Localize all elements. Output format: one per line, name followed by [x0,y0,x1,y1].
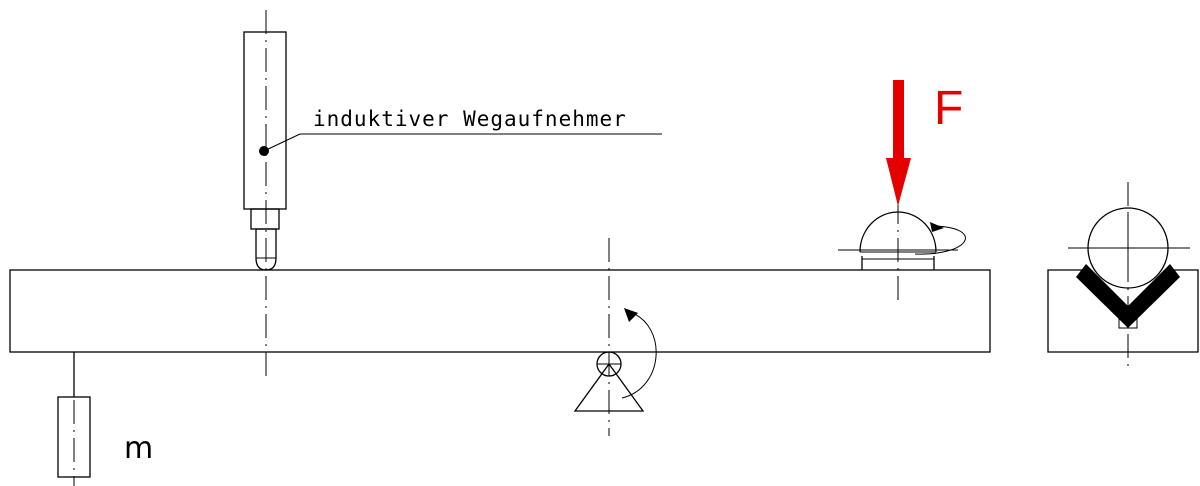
rotation-arrow-pivot [621,311,657,399]
force-label: F [934,82,963,135]
rotation-arrow-ball [914,225,966,255]
v-block-groove [1076,264,1180,328]
force-arrow: F [886,80,963,206]
pivot-bearing [573,238,657,436]
lever-beam [9,269,991,353]
inductive-sensor: induktiver Wegaufnehmer [243,10,662,382]
force-application-ball [838,200,966,300]
mass-weight: m [57,352,153,486]
v-block-detail [1047,182,1199,372]
mass-label: m [124,431,153,466]
sensor-label: induktiver Wegaufnehmer [313,107,627,131]
sensor-leader-line [263,133,301,152]
